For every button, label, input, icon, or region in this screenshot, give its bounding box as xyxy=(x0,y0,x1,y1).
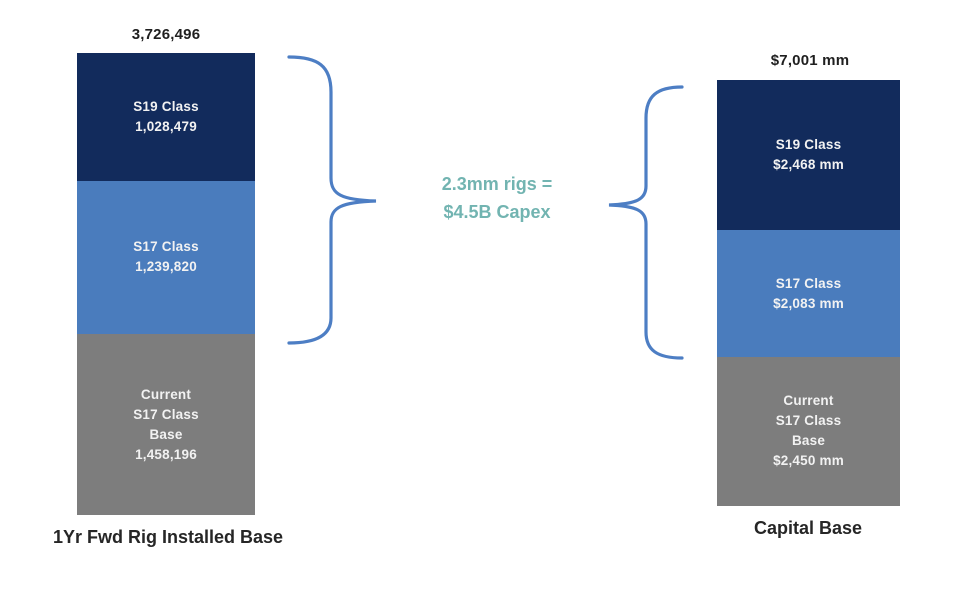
left-stacked-bar: S19 Class 1,028,479 S17 Class 1,239,820 … xyxy=(77,53,255,515)
left-bar-title: 1Yr Fwd Rig Installed Base xyxy=(52,527,284,547)
segment-value-line: $2,083 mm xyxy=(773,295,844,311)
right-curly-brace-icon xyxy=(608,85,684,360)
right-bar-total-label: $7,001 mm xyxy=(770,52,850,69)
segment-value-line: 1,458,196 xyxy=(135,446,197,462)
right-bar-segment-s19-class: S19 Class $2,468 mm xyxy=(717,80,900,231)
capex-annotation-line: 2.3mm rigs = xyxy=(441,174,553,194)
segment-label-line: S17 Class xyxy=(775,275,842,291)
left-bar-segment-s17-class: S17 Class 1,239,820 xyxy=(77,180,255,335)
right-stacked-bar: S19 Class $2,468 mm S17 Class $2,083 mm … xyxy=(717,80,900,506)
capex-annotation: 2.3mm rigs = $4.5B Capex xyxy=(392,170,602,226)
capex-annotation-line: $4.5B Capex xyxy=(443,202,551,222)
segment-label-line: S19 Class xyxy=(775,137,842,153)
left-bar-segment-current-s17-base: Current S17 Class Base 1,458,196 xyxy=(77,334,255,515)
segment-label-line: Base xyxy=(149,426,183,442)
segment-value-line: 1,239,820 xyxy=(135,259,197,275)
segment-value-line: 1,028,479 xyxy=(135,118,197,134)
segment-label-line: S17 Class xyxy=(133,239,199,255)
segment-value-line: $2,468 mm xyxy=(773,157,844,173)
left-bar-total-label: 3,726,496 xyxy=(131,26,201,43)
left-curly-brace-icon xyxy=(287,55,377,345)
segment-label-line: Current xyxy=(783,393,834,409)
segment-label-line: Current xyxy=(140,386,192,402)
right-bar-title: Capital Base xyxy=(753,518,863,538)
segment-label-line: S17 Class xyxy=(133,406,199,422)
right-bar-segment-s17-class: S17 Class $2,083 mm xyxy=(717,230,900,357)
segment-label-line: S17 Class xyxy=(775,413,842,429)
segment-value-line: $2,450 mm xyxy=(773,453,844,469)
left-bar-segment-s19-class: S19 Class 1,028,479 xyxy=(77,53,255,181)
segment-label-line: Base xyxy=(791,433,826,449)
right-bar-segment-current-s17-base: Current S17 Class Base $2,450 mm xyxy=(717,356,900,506)
segment-label-line: S19 Class xyxy=(133,98,199,114)
